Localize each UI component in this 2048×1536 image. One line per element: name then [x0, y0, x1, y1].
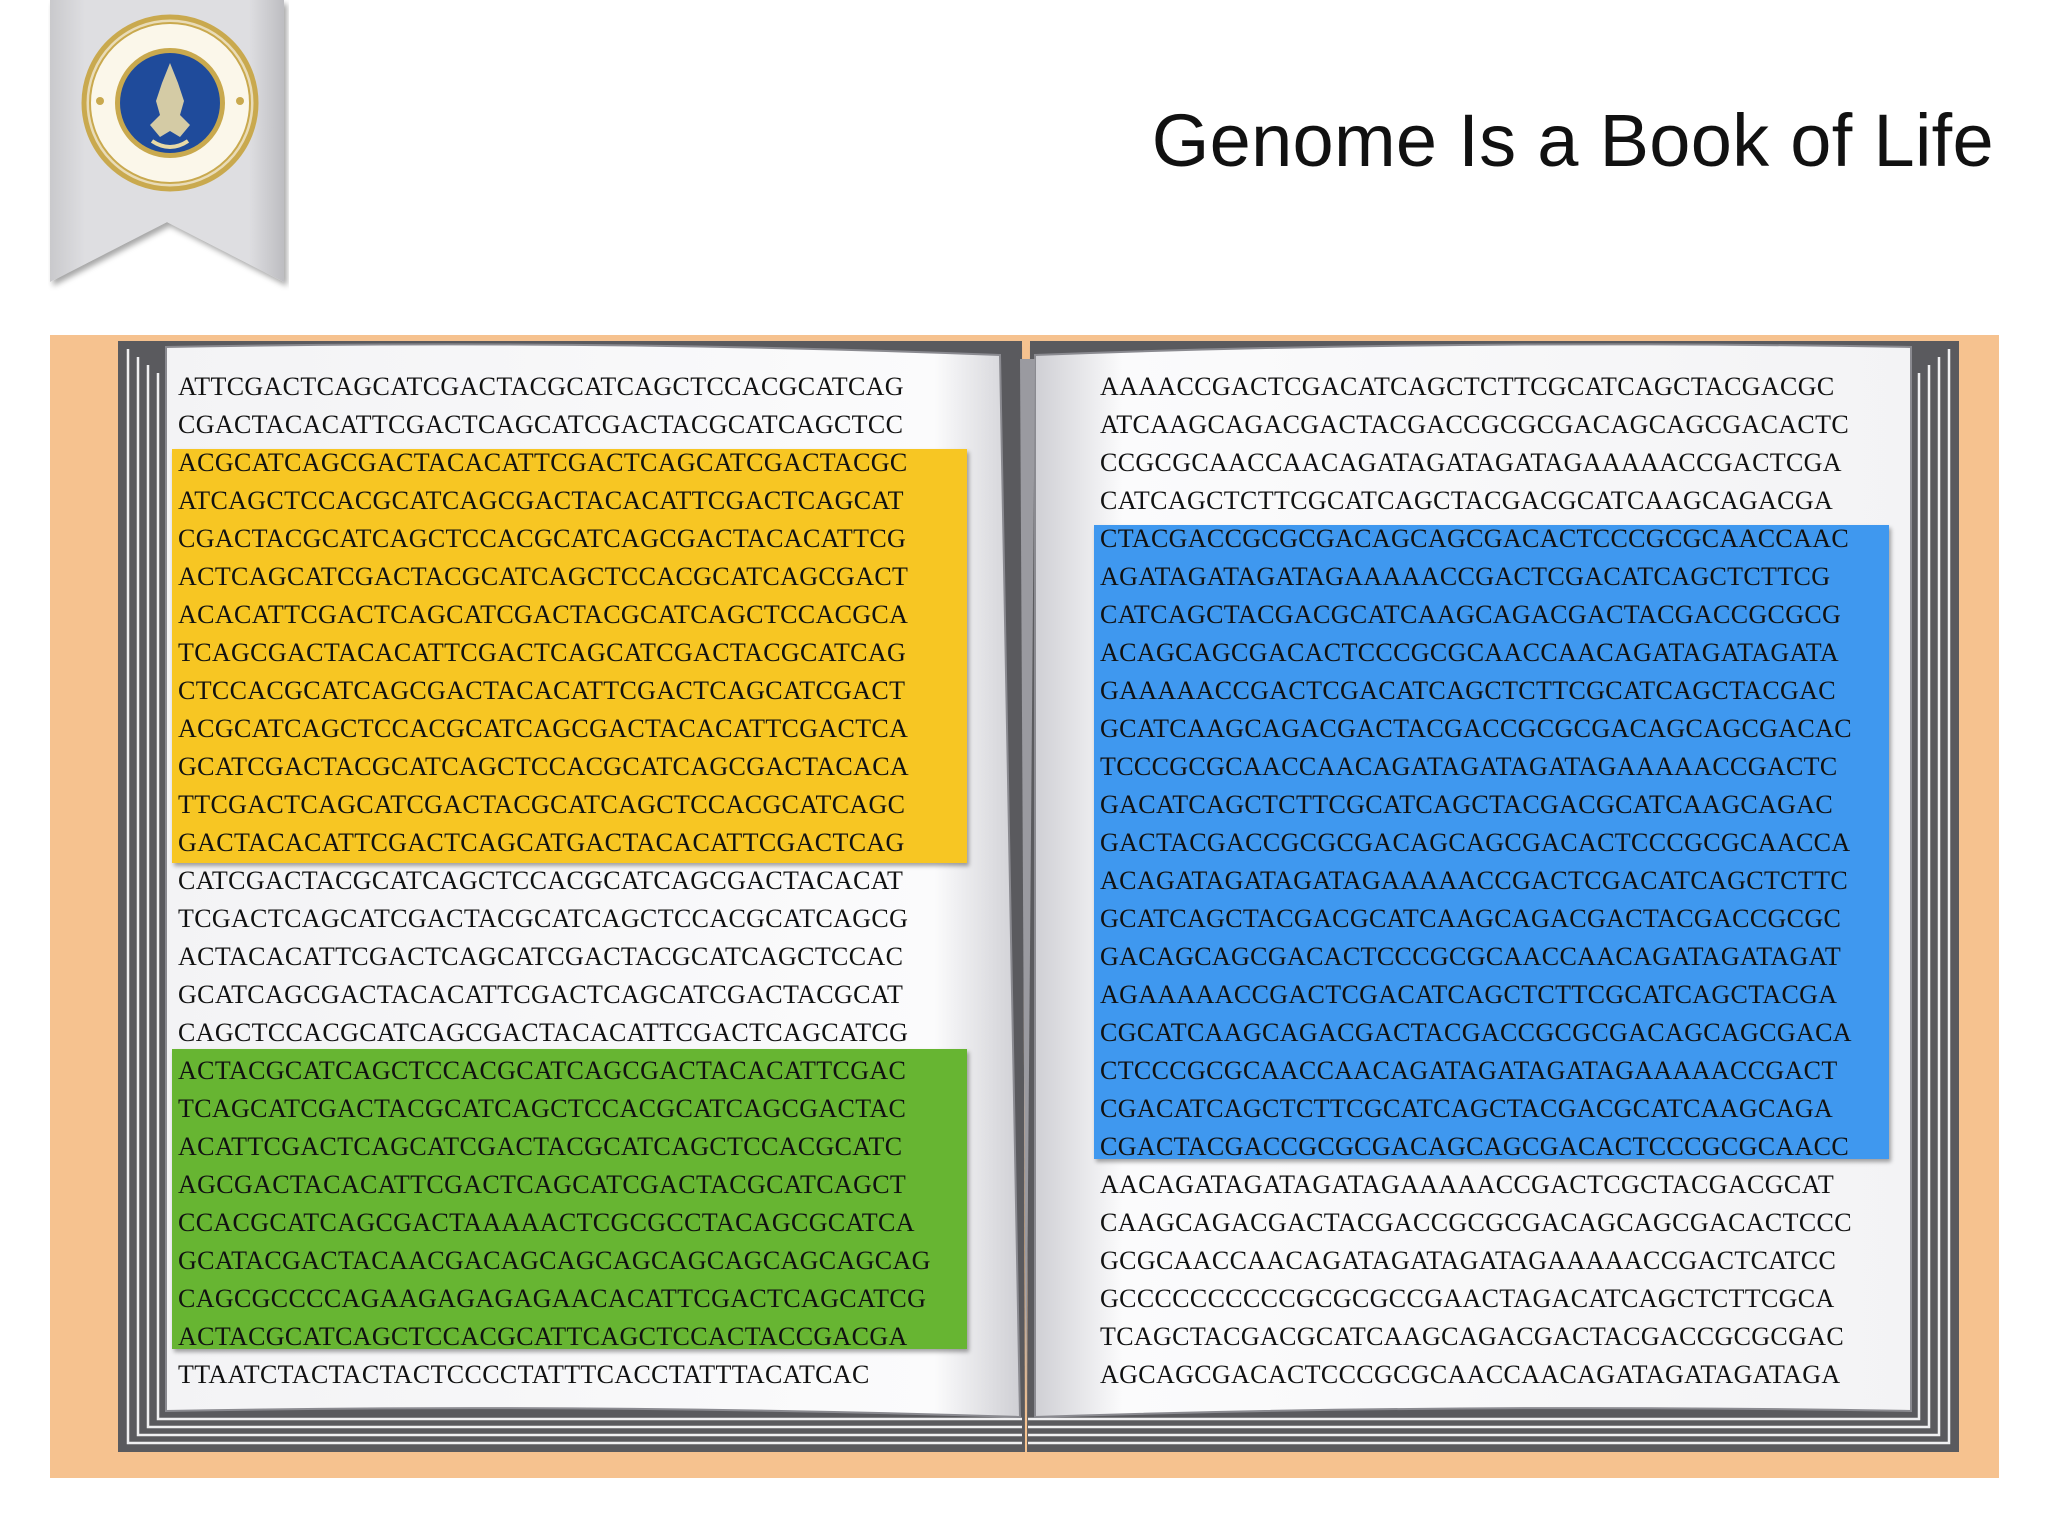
sequence-line: ACATTCGACTCAGCATCGACTACGCATCAGCTCCACGCAT…	[178, 1132, 903, 1161]
sequence-line: TCAGCATCGACTACGCATCAGCTCCACGCATCAGCGACTA…	[178, 1094, 907, 1123]
sequence-line: CGACTACGCATCAGCTCCACGCATCAGCGACTACACATTC…	[178, 524, 907, 553]
logo-ribbon	[50, 0, 284, 282]
highlight-blue-block	[1094, 525, 1889, 1159]
sequence-line: AGAAAAACCGACTCGACATCAGCTCTTCGCATCAGCTACG…	[1100, 980, 1838, 1009]
sequence-line: CATCGACTACGCATCAGCTCCACGCATCAGCGACTACACA…	[178, 866, 904, 895]
sequence-line: ATCAGCTCCACGCATCAGCGACTACACATTCGACTCAGCA…	[178, 486, 904, 515]
sequence-line: AGATAGATAGATAGAAAAACCGACTCGACATCAGCTCTTC…	[1100, 562, 1831, 591]
sequence-line: TCCCGCGCAACCAACAGATAGATAGATAGAAAAACCGACT…	[1100, 752, 1838, 781]
sequence-line: TCGACTCAGCATCGACTACGCATCAGCTCCACGCATCAGC…	[178, 904, 909, 933]
sequence-line: CATCAGCTCTTCGCATCAGCTACGACGCATCAAGCAGACG…	[1100, 486, 1834, 515]
sequence-line: ACTCAGCATCGACTACGCATCAGCTCCACGCATCAGCGAC…	[178, 562, 909, 591]
sequence-line: ACGCATCAGCTCCACGCATCAGCGACTACACATTCGACTC…	[178, 714, 909, 743]
sequence-line: CAGCGCCCCAGAAGAGAGAGAACACATTCGACTCAGCATC…	[178, 1284, 927, 1313]
highlight-green-block	[172, 1049, 967, 1349]
right-page-sequence: AAAACCGACTCGACATCAGCTCTTCGCATCAGCTACGACG…	[1100, 368, 1852, 1394]
sequence-line: CTACGACCGCGCGACAGCAGCGACACTCCCGCGCAACCAA…	[1100, 524, 1850, 553]
sequence-line: TCAGCTACGACGCATCAAGCAGACGACTACGACCGCGCGA…	[1100, 1322, 1845, 1351]
sequence-line: CGCATCAAGCAGACGACTACGACCGCGCGACAGCAGCGAC…	[1100, 1018, 1852, 1047]
mahidol-seal-icon	[81, 14, 259, 192]
sequence-line: GCATCAAGCAGACGACTACGACCGCGCGACAGCAGCGACA…	[1100, 714, 1852, 743]
sequence-line: GCCCCCCCCCCGCGCGCCGAACTAGACATCAGCTCTTCGC…	[1100, 1284, 1835, 1313]
sequence-line: CAGCTCCACGCATCAGCGACTACACATTCGACTCAGCATC…	[178, 1018, 909, 1047]
sequence-line: GAAAAACCGACTCGACATCAGCTCTTCGCATCAGCTACGA…	[1100, 676, 1836, 705]
sequence-line: ACAGCAGCGACACTCCCGCGCAACCAACAGATAGATAGAT…	[1100, 638, 1840, 667]
sequence-line: TCAGCGACTACACATTCGACTCAGCATCGACTACGCATCA…	[178, 638, 907, 667]
sequence-line: ACTACACATTCGACTCAGCATCGACTACGCATCAGCTCCA…	[178, 942, 904, 971]
highlight-yellow-block	[172, 449, 967, 863]
sequence-line: ACAGATAGATAGATAGAAAAACCGACTCGACATCAGCTCT…	[1100, 866, 1849, 895]
sequence-line: AACAGATAGATAGATAGAAAAACCGACTCGCTACGACGCA…	[1100, 1170, 1835, 1199]
sequence-line: GCGCAACCAACAGATAGATAGATAGAAAAACCGACTCATC…	[1100, 1246, 1837, 1275]
sequence-line: CTCCCGCGCAACCAACAGATAGATAGATAGAAAAACCGAC…	[1100, 1056, 1838, 1085]
sequence-line: TTCGACTCAGCATCGACTACGCATCAGCTCCACGCATCAG…	[178, 790, 906, 819]
sequence-line: AGCGACTACACATTCGACTCAGCATCGACTACGCATCAGC…	[178, 1170, 907, 1199]
sequence-line: TTAATCTACTACTACTCCCCTATTTCACCTATTTACATCA…	[178, 1360, 870, 1389]
sequence-line: CCGCGCAACCAACAGATAGATAGATAGAAAAACCGACTCG…	[1100, 448, 1842, 477]
sequence-line: CCACGCATCAGCGACTAAAAACTCGCGCCTACAGCGCATC…	[178, 1208, 915, 1237]
sequence-line: GACTACGACCGCGCGACAGCAGCGACACTCCCGCGCAACC…	[1100, 828, 1851, 857]
left-page-sequence: ATTCGACTCAGCATCGACTACGCATCAGCTCCACGCATCA…	[178, 368, 931, 1394]
sequence-line: GACTACACATTCGACTCAGCATGACTACACATTCGACTCA…	[178, 828, 905, 857]
sequence-line: GACAGCAGCGACACTCCCGCGCAACCAACAGATAGATAGA…	[1100, 942, 1842, 971]
sequence-line: GCATCGACTACGCATCAGCTCCACGCATCAGCGACTACAC…	[178, 752, 910, 781]
sequence-line: CAAGCAGACGACTACGACCGCGCGACAGCAGCGACACTCC…	[1100, 1208, 1852, 1237]
sequence-line: CGACTACGACCGCGCGACAGCAGCGACACTCCCGCGCAAC…	[1100, 1132, 1850, 1161]
sequence-line: GCATCAGCTACGACGCATCAAGCAGACGACTACGACCGCG…	[1100, 904, 1842, 933]
sequence-line: CGACATCAGCTCTTCGCATCAGCTACGACGCATCAAGCAG…	[1100, 1094, 1834, 1123]
sequence-line: CTCCACGCATCAGCGACTACACATTCGACTCAGCATCGAC…	[178, 676, 906, 705]
sequence-line: CGACTACACATTCGACTCAGCATCGACTACGCATCAGCTC…	[178, 410, 904, 439]
sequence-line: AGCAGCGACACTCCCGCGCAACCAACAGATAGATAGATAG…	[1100, 1360, 1841, 1389]
sequence-line: AAAACCGACTCGACATCAGCTCTTCGCATCAGCTACGACG…	[1100, 372, 1835, 401]
sequence-line: ACACATTCGACTCAGCATCGACTACGCATCAGCTCCACGC…	[178, 600, 909, 629]
slide-title: Genome Is a Book of Life	[1151, 99, 1994, 182]
sequence-line: GCATACGACTACAACGACAGCAGCAGCAGCAGCAGCAGCA…	[178, 1246, 931, 1275]
sequence-line: ATTCGACTCAGCATCGACTACGCATCAGCTCCACGCATCA…	[178, 372, 904, 401]
sequence-line: CATCAGCTACGACGCATCAAGCAGACGACTACGACCGCGC…	[1100, 600, 1842, 629]
sequence-line: ACTACGCATCAGCTCCACGCATTCAGCTCCACTACCGACG…	[178, 1322, 908, 1351]
sequence-line: ACTACGCATCAGCTCCACGCATCAGCGACTACACATTCGA…	[178, 1056, 907, 1085]
sequence-line: ATCAAGCAGACGACTACGACCGCGCGACAGCAGCGACACT…	[1100, 410, 1850, 439]
sequence-line: ACGCATCAGCGACTACACATTCGACTCAGCATCGACTACG…	[178, 448, 908, 477]
sequence-line: GACATCAGCTCTTCGCATCAGCTACGACGCATCAAGCAGA…	[1100, 790, 1834, 819]
sequence-line: GCATCAGCGACTACACATTCGACTCAGCATCGACTACGCA…	[178, 980, 904, 1009]
